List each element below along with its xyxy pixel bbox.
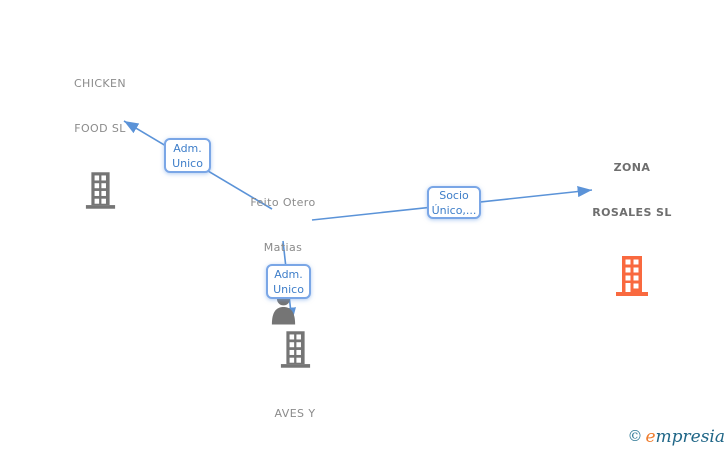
edge-label-socio-unico-zona-rosales[interactable]: Socio Único,... <box>427 186 481 219</box>
company-name: ZONA ROSALES SL <box>592 161 672 219</box>
brand-initial: e <box>645 427 656 447</box>
node-feito-otero-matias[interactable]: Feito Otero Matias <box>233 165 333 325</box>
brand-rest: mpresia <box>655 427 726 447</box>
building-icon-orange <box>616 256 648 296</box>
node-aves-derivados[interactable]: AVES Y DERIVADOS DEL CENTRO SL <box>245 331 345 450</box>
edge-label-adm-unico-aves-derivados[interactable]: Adm. Unico <box>266 264 311 299</box>
node-chicken-food[interactable]: CHICKEN FOOD SL <box>50 46 150 209</box>
building-icon <box>280 331 310 368</box>
company-name: CHICKEN FOOD SL <box>73 77 127 135</box>
building-icon <box>85 172 115 209</box>
node-zona-rosales[interactable]: ZONA ROSALES SL <box>578 130 686 296</box>
copyright-icon: © <box>627 427 643 445</box>
company-name: AVES Y DERIVADOS DEL CENTRO SL <box>274 407 316 420</box>
person-name: Feito Otero Matias <box>250 196 316 254</box>
empresia-logo: ©empresia <box>627 427 725 446</box>
edge-label-adm-unico-chicken-food[interactable]: Adm. Unico <box>164 138 211 173</box>
